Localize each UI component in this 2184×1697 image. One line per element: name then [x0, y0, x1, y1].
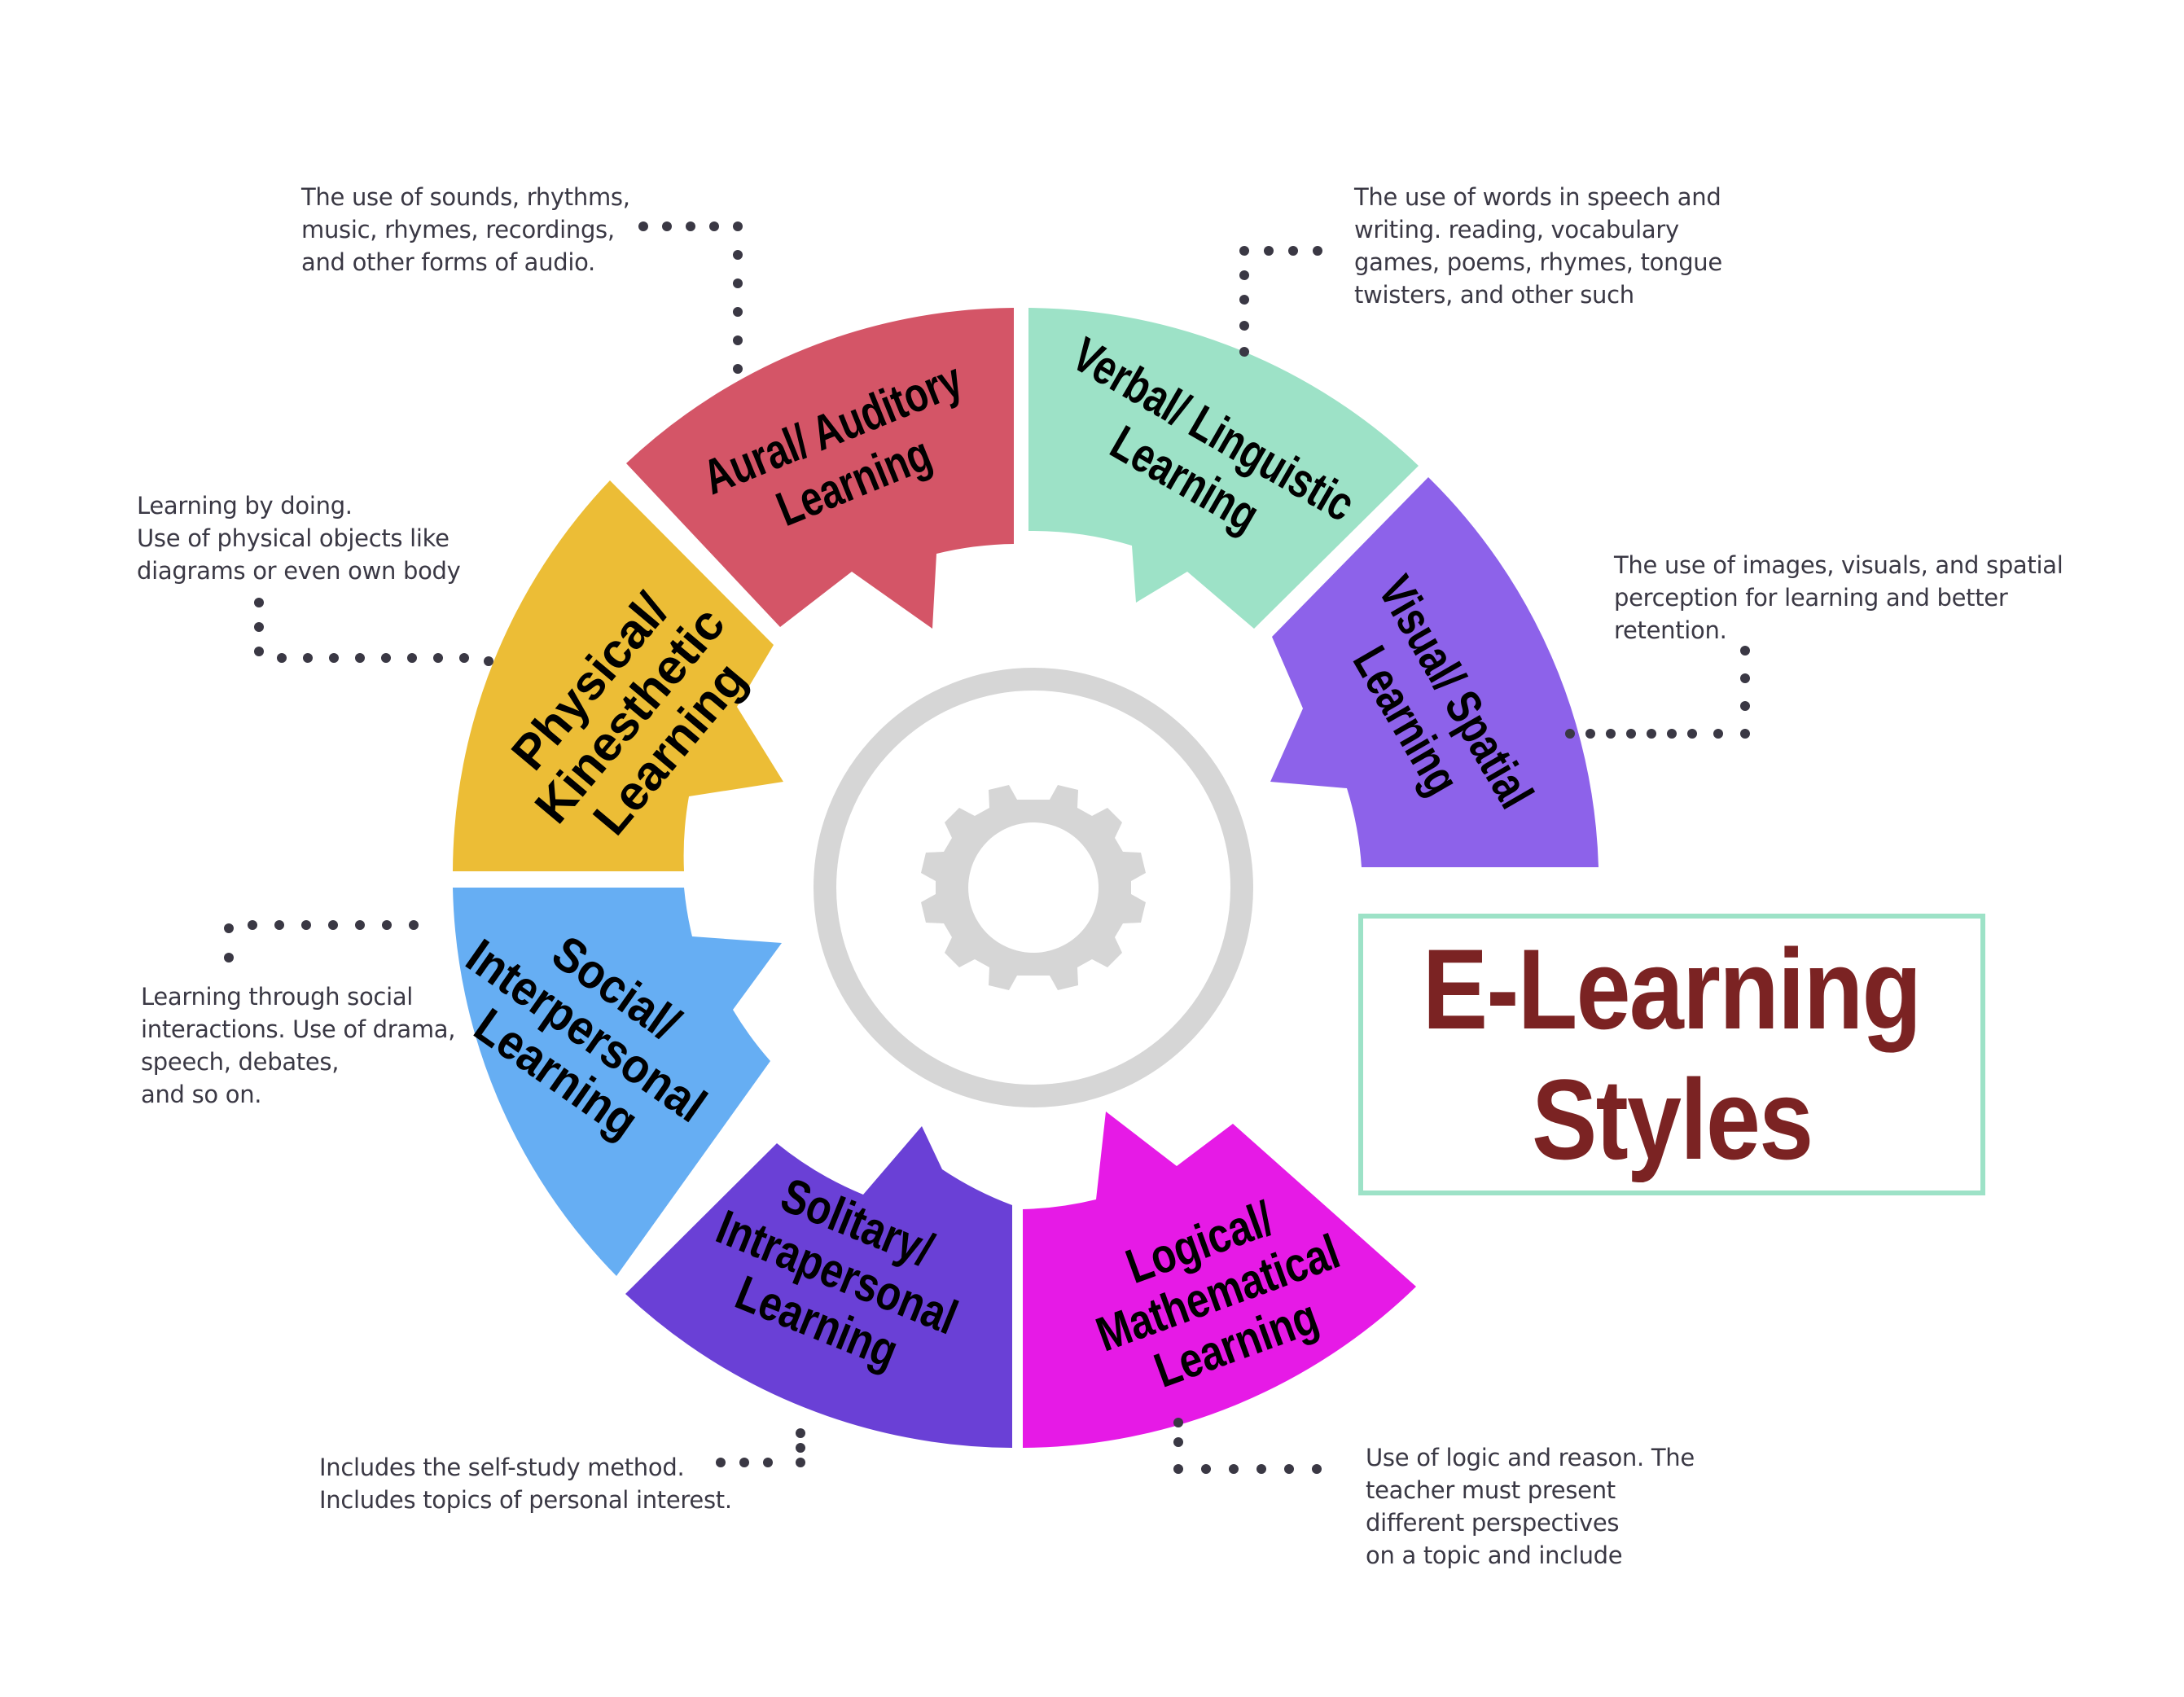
segment-logical: [1023, 1112, 1416, 1448]
description-visual: The use of images, visuals, and spatial …: [1614, 551, 2063, 644]
segment-social: [453, 888, 782, 1276]
gear-icon: [921, 785, 1146, 990]
segment-visual: [1270, 477, 1599, 867]
connector-aural: [638, 221, 743, 374]
connector-visual: [1565, 646, 1750, 739]
description-logical: Use of logic and reason. The teacher mus…: [1366, 1444, 1695, 1569]
connector-social: [224, 920, 419, 963]
connector-logical: [1173, 1418, 1322, 1474]
description-solitary: Includes the self-study method. Includes…: [319, 1454, 732, 1514]
segment-solitary: [625, 1126, 1012, 1448]
connector-solitary: [716, 1428, 805, 1467]
connector-verbal: [1239, 246, 1322, 357]
title-box: E-Learning Styles: [1358, 914, 1985, 1195]
description-physical: Learning by doing. Use of physical objec…: [137, 492, 461, 585]
segment-aural: [626, 308, 1014, 629]
title-line-1: E-Learning: [1423, 925, 1922, 1053]
center-ring: [814, 668, 1253, 1107]
title-line-2: Styles: [1531, 1055, 1813, 1183]
segment-verbal: [1028, 308, 1419, 629]
description-verbal: The use of words in speech and writing. …: [1354, 183, 1722, 309]
description-social: Learning through social interactions. Us…: [141, 983, 456, 1108]
segment-physical: [453, 480, 783, 871]
connector-physical: [254, 598, 493, 666]
description-aural: The use of sounds, rhythms, music, rhyme…: [301, 183, 630, 276]
